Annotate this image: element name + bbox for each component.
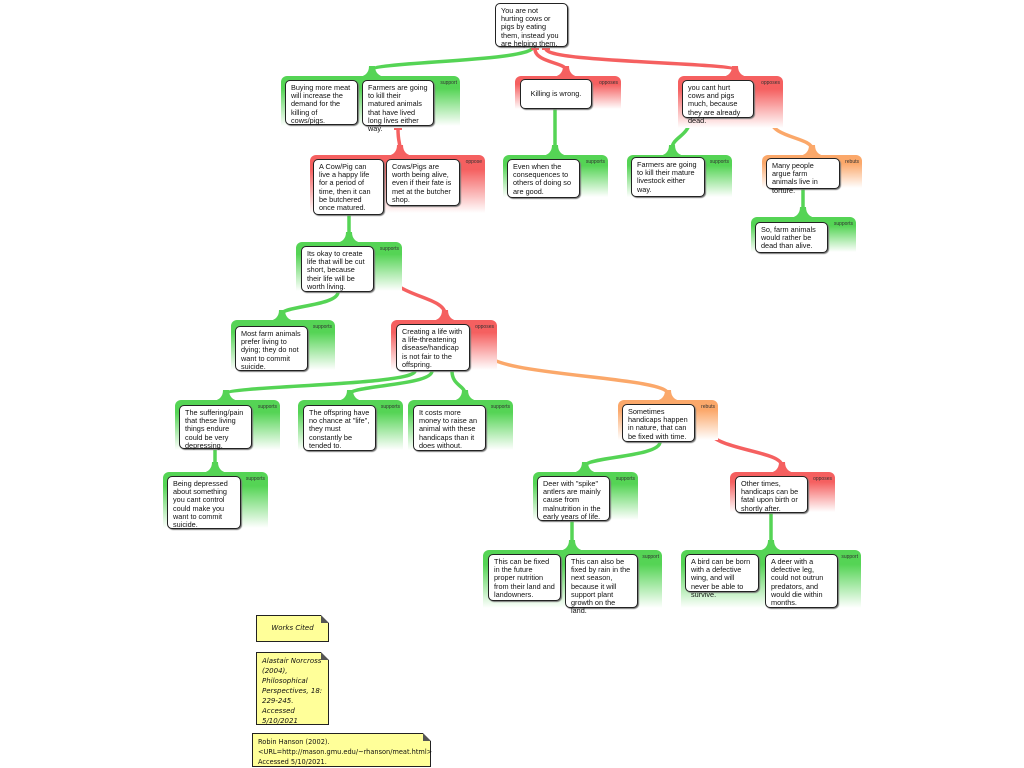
connector-flare xyxy=(558,540,586,551)
relation-label: opposes xyxy=(813,476,832,482)
relation-label: supports xyxy=(379,246,399,252)
claim-box[interactable]: Sometimes handicaps happen in nature, th… xyxy=(622,404,695,442)
claim-box[interactable]: So, farm animals would rather be dead th… xyxy=(755,222,828,253)
connector-flare xyxy=(658,145,686,156)
connector-supports xyxy=(370,45,535,72)
claim-box[interactable]: Other times, handicaps can be fatal upon… xyxy=(735,476,808,513)
claim-box[interactable]: Farmers are going to kill their mature l… xyxy=(631,157,705,197)
connector-flare xyxy=(431,310,459,321)
claim-box[interactable]: Being depressed about something you cant… xyxy=(167,476,241,529)
relation-label: oppose xyxy=(465,159,482,165)
connector-flare xyxy=(336,390,364,401)
relation-label: support xyxy=(642,554,659,560)
claim-box[interactable]: Farmers are going to kill their matured … xyxy=(362,80,434,133)
relation-label: supports xyxy=(245,476,265,482)
relation-label: rebuts xyxy=(701,404,715,410)
relation-label: supports xyxy=(615,476,635,482)
connector-flare xyxy=(541,145,569,156)
connector-flare xyxy=(757,540,785,551)
claim-box[interactable]: This can be fixed in the future proper n… xyxy=(488,554,561,601)
connector-flare xyxy=(721,66,749,77)
claim-box[interactable]: It costs more money to raise an animal w… xyxy=(413,405,486,451)
connector-flare xyxy=(386,145,414,156)
connector-flare xyxy=(268,310,296,321)
citation-note-hanson[interactable]: Robin Hanson (2002). <URL=http://mason.g… xyxy=(252,733,432,767)
relation-label: supports xyxy=(709,159,729,165)
relation-label: rebuts xyxy=(845,159,859,165)
relation-label: support xyxy=(440,80,457,86)
claim-box[interactable]: Buying more meat will increase the deman… xyxy=(285,80,358,125)
relation-label: opposes xyxy=(599,80,618,86)
claim-box[interactable]: A bird can be born with a defective wing… xyxy=(685,554,759,598)
connector-flare xyxy=(654,390,682,401)
relation-label: supports xyxy=(312,324,332,330)
relation-label: support xyxy=(841,554,858,560)
connector-flare xyxy=(358,66,386,77)
citation-note-norcross[interactable]: Alastair Norcross (2004), Philosophical … xyxy=(256,652,329,725)
claim-box[interactable]: Most farm animals prefer living to dying… xyxy=(235,326,308,371)
claim-box[interactable]: This can also be fixed by rain in the ne… xyxy=(565,554,638,615)
claim-box[interactable]: A Cow/Pig can live a happy life for a pe… xyxy=(313,159,384,215)
connector-flare xyxy=(451,390,479,401)
claim-box[interactable]: A deer with a defective leg, could not o… xyxy=(765,554,838,608)
claim-box[interactable]: Even when the consequences to others of … xyxy=(507,159,580,198)
connector-supports xyxy=(280,291,340,316)
claim-box[interactable]: Killing is wrong. xyxy=(520,79,592,109)
relation-label: opposes xyxy=(475,324,494,330)
claim-box[interactable]: you cant hurt cows and pigs much, becaus… xyxy=(682,80,754,124)
relation-label: supports xyxy=(257,404,277,410)
connector-flare xyxy=(798,145,826,156)
claim-box[interactable]: Many people argue farm animals live in t… xyxy=(766,158,840,194)
connector-supports xyxy=(224,369,417,396)
claim-box[interactable]: Creating a life with a life-threatening … xyxy=(396,324,470,371)
connector-opposes xyxy=(544,47,737,72)
claim-box[interactable]: Its okay to create life that will be cut… xyxy=(301,246,374,292)
root-claim[interactable]: You are not hurting cows or pigs by eati… xyxy=(495,3,568,47)
works-cited-note[interactable]: Works Cited xyxy=(256,615,329,642)
relation-label: supports xyxy=(380,404,400,410)
claim-box[interactable]: Cows/Pigs are worth being alive, even if… xyxy=(386,159,460,206)
relation-label: supports xyxy=(490,404,510,410)
claim-box[interactable]: The offspring have no chance at "life", … xyxy=(303,405,376,451)
connector-supports xyxy=(583,441,662,468)
connector-flare xyxy=(552,66,580,77)
connector-flare xyxy=(212,390,240,401)
connector-rebuts xyxy=(484,351,670,395)
connector-opposes xyxy=(706,427,784,467)
connector-flare xyxy=(768,462,796,473)
connector-flare xyxy=(789,207,817,218)
relation-label: supports xyxy=(585,159,605,165)
relation-label: opposes xyxy=(761,80,780,86)
connector-flare xyxy=(571,462,599,473)
connector-flare xyxy=(335,232,363,243)
claim-box[interactable]: Deer with "spike" antlers are mainly cau… xyxy=(537,476,610,521)
connector-flare xyxy=(201,462,229,473)
claim-box[interactable]: The suffering/pain that these living thi… xyxy=(179,405,252,449)
relation-label: supports xyxy=(833,221,853,227)
